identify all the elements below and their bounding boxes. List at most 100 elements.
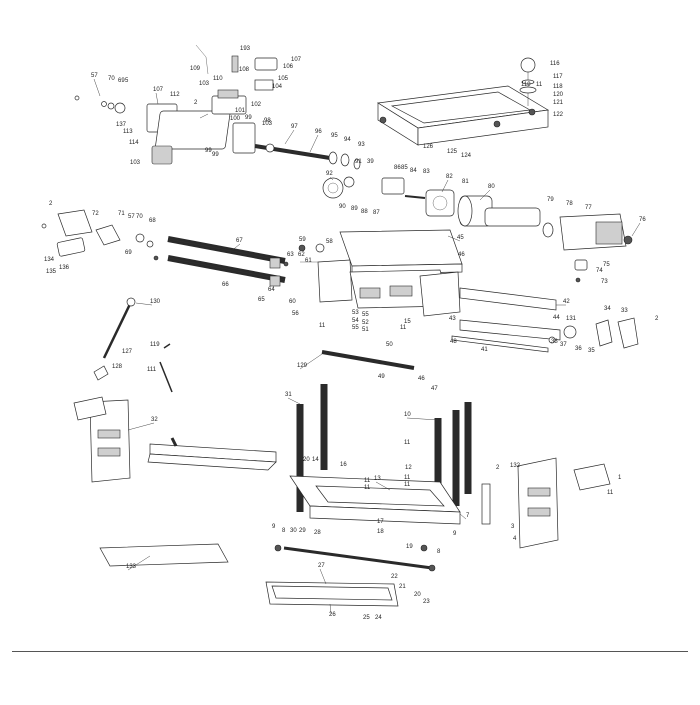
motor-housing-group [74, 44, 278, 165]
part-number-callout: 75 [603, 262, 610, 268]
part-number-callout: 30 [290, 528, 297, 534]
part-number-callout: 81 [462, 179, 469, 185]
part-number-callout: 87 [373, 210, 380, 216]
part-number-callout: 23 [423, 599, 430, 605]
part-number-callout: 80 [488, 184, 495, 190]
part-number-callout: 107 [291, 57, 302, 63]
part-number-callout: 2 [655, 316, 659, 322]
part-number-callout: 14 [312, 457, 319, 463]
part-number-callout: 11 [364, 485, 371, 491]
part-number-callout: 114 [129, 140, 139, 146]
part-number-callout: 92 [326, 171, 333, 177]
part-number-callout: 62 [298, 252, 305, 258]
part-number-callout: 88 [361, 209, 368, 215]
part-number-callout: 21 [399, 584, 406, 590]
part-number-callout: 105 [278, 76, 289, 82]
part-number-callout: 4 [513, 536, 517, 542]
part-number-callout: 11 [364, 478, 371, 484]
part-number-callout: 12 [405, 465, 412, 471]
part-number-callout: 131 [566, 316, 577, 322]
part-number-callout: 109 [190, 66, 201, 72]
part-number-callout: 17 [377, 519, 384, 525]
part-number-callout: 48 [450, 339, 457, 345]
part-number-callout: 53 [352, 310, 359, 316]
part-number-callout: 9 [272, 524, 276, 530]
part-number-callout: 3 [511, 524, 515, 530]
planer-main-body [283, 229, 463, 317]
part-number-callout: 50 [386, 342, 393, 348]
part-number-callout: 91 [355, 159, 362, 165]
part-number-callout: 8 [282, 528, 286, 534]
part-number-callout: 99 [212, 152, 219, 158]
part-number-callout: 11 [607, 490, 614, 496]
part-number-callout: 2 [194, 100, 198, 106]
part-number-callout: 63 [287, 252, 294, 258]
part-number-callout: 46 [418, 376, 425, 382]
part-number-callout: 127 [122, 349, 133, 355]
part-number-callout: 97 [291, 124, 298, 130]
part-number-callout: 137 [116, 122, 127, 128]
part-number-callout: 133 [126, 564, 137, 570]
part-number-callout: 11 [400, 325, 407, 331]
part-number-callout: 29 [299, 528, 306, 534]
part-number-callout: 99 [205, 148, 212, 154]
part-number-callout: 11 [404, 475, 411, 481]
part-number-callout: 119 [521, 82, 531, 88]
part-number-callout: 121 [553, 100, 564, 106]
part-number-callout: 86 [394, 165, 401, 171]
part-number-callout: 2 [49, 201, 53, 207]
part-number-callout: 98 [264, 118, 271, 124]
part-number-callout: 5 [125, 78, 129, 84]
part-number-callout: 124 [461, 153, 472, 159]
part-number-callout: 82 [446, 174, 453, 180]
part-number-callout: 26 [329, 612, 336, 618]
part-number-callout: 38 [551, 339, 558, 345]
part-number-callout: 49 [378, 374, 385, 380]
part-number-callout: 55 [352, 325, 359, 331]
part-number-callout: 16 [340, 462, 347, 468]
part-number-callout: 85 [401, 165, 408, 171]
part-number-callout: 25 [363, 615, 370, 621]
part-number-callout: 59 [299, 237, 306, 243]
part-number-callout: 8 [437, 549, 441, 555]
part-number-callout: 107 [153, 87, 164, 93]
part-number-callout: 132 [510, 463, 521, 469]
part-number-callout: 77 [585, 205, 592, 211]
part-number-callout: 41 [481, 347, 488, 353]
part-number-callout: 39 [367, 159, 374, 165]
part-number-callout: 60 [289, 299, 296, 305]
part-number-callout: 84 [410, 168, 417, 174]
part-number-callout: 193 [240, 46, 251, 52]
part-number-callout: 101 [235, 108, 246, 114]
part-number-callout: 70 [108, 76, 115, 82]
part-number-callout: 93 [358, 142, 365, 148]
part-number-callout: 56 [292, 311, 299, 317]
part-number-callout: 13 [374, 476, 381, 482]
part-number-callout: 9 [453, 531, 457, 537]
footer-rule [12, 651, 688, 652]
part-number-callout: 70 [136, 214, 143, 220]
part-number-callout: 83 [423, 169, 430, 175]
part-number-callout: 110 [213, 76, 223, 82]
part-number-callout: 61 [305, 258, 312, 264]
part-number-callout: 36 [575, 346, 582, 352]
part-number-callout: 94 [344, 137, 351, 143]
part-number-callout: 116 [550, 61, 560, 67]
part-number-callout: 130 [150, 299, 161, 305]
part-number-callout: 37 [560, 342, 567, 348]
part-number-callout: 11 [404, 440, 411, 446]
left-handle-assembly [41, 209, 159, 261]
guide-rods [167, 236, 286, 287]
gearbox-motor-group [322, 176, 633, 283]
part-number-callout: 45 [457, 235, 464, 241]
part-number-callout: 90 [339, 204, 346, 210]
part-number-callout: 43 [449, 316, 456, 322]
part-number-callout: 108 [239, 67, 250, 73]
part-number-callout: 134 [44, 257, 55, 263]
part-number-callout: 113 [123, 129, 133, 135]
part-number-callout: 28 [314, 530, 321, 536]
part-number-callout: 106 [283, 64, 294, 70]
part-number-callout: 35 [588, 348, 595, 354]
